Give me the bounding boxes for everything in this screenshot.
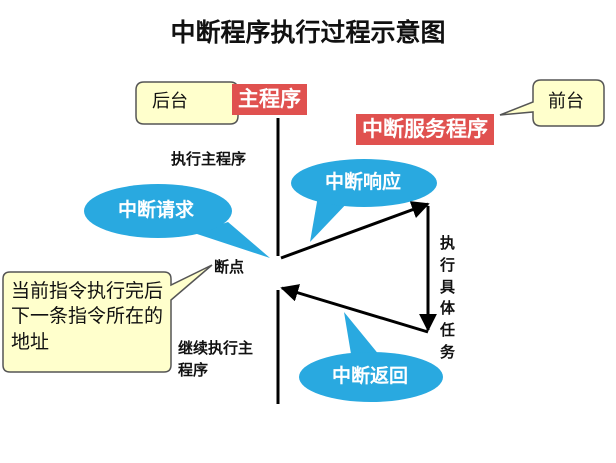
- label-execute-main: 执行主程序: [171, 150, 247, 168]
- bubble-return-shape: [344, 312, 380, 360]
- label-continue-main: 继续执行主程序: [178, 339, 254, 379]
- label-execute-task: 执行具体任务: [440, 234, 456, 361]
- callout-foreground: 前台: [548, 91, 584, 112]
- bubble-request-shape: [194, 222, 270, 258]
- return-arrow: [280, 284, 429, 334]
- label-breakpoint: 断点: [214, 258, 245, 276]
- bubble-request: 中断请求: [118, 199, 195, 221]
- bubble-response: 中断响应: [325, 171, 402, 193]
- bubble-response-shape: [310, 196, 350, 242]
- bubble-return: 中断返回: [332, 365, 409, 387]
- callout-next-instruction-shape: [2, 264, 213, 373]
- callout-next-instruction: 当前指令执行完后下一条指令所在的地址: [11, 280, 164, 353]
- isr-box: 中断服务程序: [356, 114, 494, 146]
- main-program-box: 主程序: [232, 84, 307, 116]
- callout-background: 后台: [152, 91, 188, 112]
- callout-foreground-shape: [499, 79, 605, 127]
- response-arrow: [280, 201, 430, 260]
- page-title: 中断程序执行过程示意图: [170, 18, 446, 47]
